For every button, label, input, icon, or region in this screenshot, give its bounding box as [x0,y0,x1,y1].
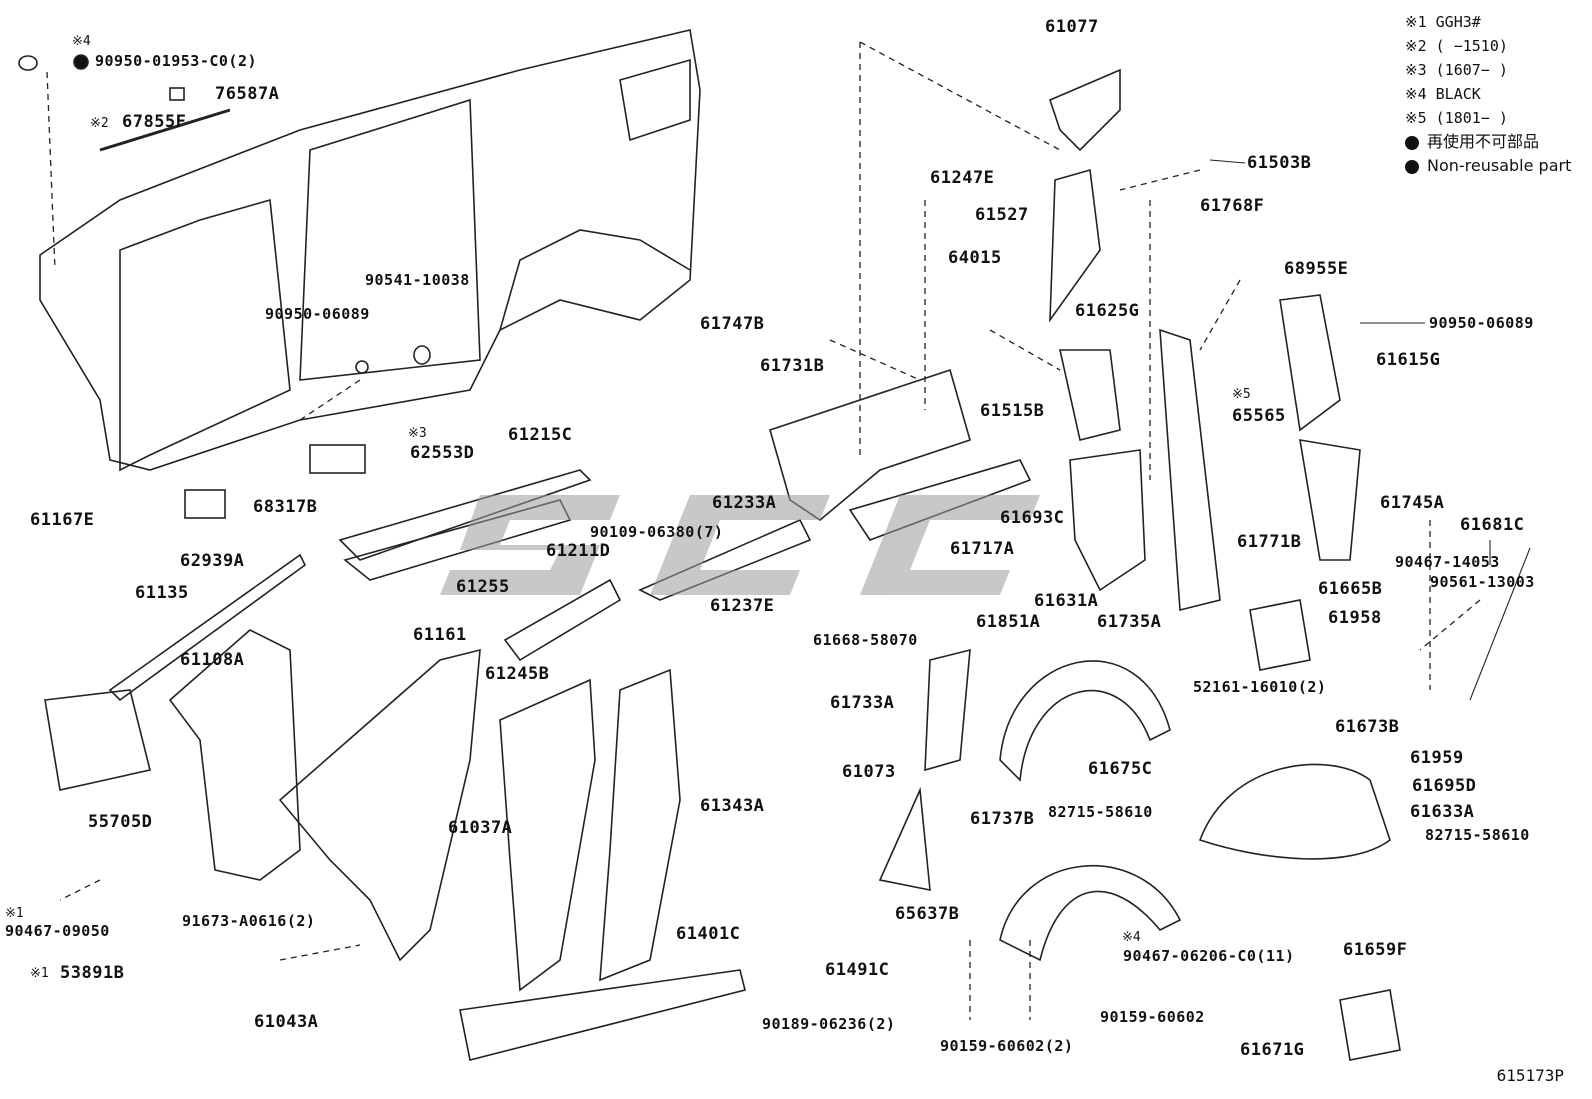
legend-note-5: ※5 (1801− ) [1405,109,1508,127]
part-label[interactable]: 61161 [413,625,467,645]
side-panel-outline [39,29,701,471]
bullet-icon [1405,135,1419,150]
part-label[interactable]: 68317B [253,497,318,517]
part-label[interactable]: 61255 [456,577,510,597]
part-label[interactable]: 90467-06206-C0(11) [1123,947,1295,965]
part-label[interactable]: 65565 [1232,406,1286,426]
part-label[interactable]: 52161-16010(2) [1193,678,1327,696]
part-label[interactable]: 61737B [970,809,1035,829]
part-label[interactable]: 90950-01953-C0(2) [95,52,258,70]
part-label[interactable]: 61671G [1240,1040,1305,1060]
note-mark: ※4 [1122,930,1141,945]
part-label[interactable]: 61077 [1045,17,1099,37]
roof-rail [338,469,592,561]
part-label[interactable]: 61771B [1237,532,1302,552]
part-label[interactable]: 61043A [254,1012,319,1032]
part-label[interactable]: 61735A [1097,612,1162,632]
bullet-icon [1405,159,1419,174]
part-label[interactable]: 90189-06236(2) [762,1015,896,1033]
part-label[interactable]: 61747B [700,314,765,334]
part-label[interactable]: 61037A [448,818,513,838]
part-label[interactable]: 61167E [30,510,95,530]
part-label[interactable]: 90541-10038 [365,271,470,289]
part-label[interactable]: 90159-60602 [1100,1008,1205,1026]
part-label[interactable]: 90467-14053 [1395,553,1500,571]
part-label[interactable]: 61681C [1460,515,1525,535]
legend-note-1: ※1 GGH3# [1405,13,1481,31]
part-label[interactable]: 61527 [975,205,1029,225]
legend-bullet-en: Non-reusable part [1405,154,1571,178]
part-label[interactable]: 90467-09050 [5,922,110,940]
part-label[interactable]: 90561-13003 [1430,573,1535,591]
part-label[interactable]: 55705D [88,812,153,832]
part-label[interactable]: 61733A [830,693,895,713]
wheel-arch-front [999,660,1171,782]
part-label[interactable]: 62553D [410,443,475,463]
note-mark: ※1 [5,906,24,921]
part-label[interactable]: 82715-58610 [1425,826,1530,844]
part-label[interactable]: 76587A [215,84,280,104]
legend-note-4: ※4 BLACK [1405,85,1481,103]
part-label[interactable]: 61247E [930,168,995,188]
part-label[interactable]: 61768F [1200,196,1265,216]
part-label[interactable]: 61615G [1376,350,1441,370]
part-label[interactable]: 61503B [1247,153,1312,173]
part-label[interactable]: 61073 [842,762,896,782]
legend-note-3: ※3 (1607− ) [1405,61,1508,79]
diagram-code: 615173P [1496,1066,1564,1085]
part-label[interactable]: 65637B [895,904,960,924]
wheel-liner [999,864,1182,962]
part-label[interactable]: 61633A [1410,802,1475,822]
part-label[interactable]: 61401C [676,924,741,944]
part-label[interactable]: 61731B [760,356,825,376]
part-label[interactable]: 90159-60602(2) [940,1037,1074,1055]
part-label[interactable]: 61745A [1380,493,1445,513]
part-label[interactable]: 61665B [1318,579,1383,599]
note-mark: ※2 [90,116,109,131]
legend-note-2: ※2 ( −1510) [1405,37,1508,55]
part-label[interactable]: 53891B [60,963,125,983]
part-label[interactable]: 90950-06089 [265,305,370,323]
legend-bullet-ja: 再使用不可部品 [1405,130,1571,154]
part-label[interactable]: 61625G [1075,301,1140,321]
part-label[interactable]: 61135 [135,583,189,603]
part-label[interactable]: 61233A [712,493,777,513]
part-label[interactable]: 67855F [122,112,187,132]
note-mark: ※1 [30,966,49,981]
part-label[interactable]: 64015 [948,248,1002,268]
part-label[interactable]: 61108A [180,650,245,670]
part-label[interactable]: 61695D [1412,776,1477,796]
part-label[interactable]: 61673B [1335,717,1400,737]
part-label[interactable]: 61668-58070 [813,631,918,649]
part-label[interactable]: 61959 [1410,748,1464,768]
part-label[interactable]: 61237E [710,596,775,616]
part-label[interactable]: 82715-58610 [1048,803,1153,821]
legend: ※1 GGH3# ※2 ( −1510) ※3 (1607− ) ※4 BLAC… [1405,10,1571,178]
part-label[interactable]: 90109-06380(7) [590,523,724,541]
part-label[interactable]: 61245B [485,664,550,684]
part-label[interactable]: 61215C [508,425,573,445]
watermark-logo [440,495,1040,595]
note-mark: ※3 [408,426,427,441]
part-label[interactable]: 61343A [700,796,765,816]
part-label[interactable]: 62939A [180,551,245,571]
note-mark: ※4 [72,34,91,49]
part-label[interactable]: 61693C [1000,508,1065,528]
part-label[interactable]: 68955E [1284,259,1349,279]
part-label[interactable]: 61659F [1343,940,1408,960]
part-label[interactable]: 90950-06089 [1429,314,1534,332]
part-label[interactable]: 61515B [980,401,1045,421]
part-label[interactable]: 61491C [825,960,890,980]
part-label[interactable]: 61958 [1328,608,1382,628]
part-label[interactable]: 61675C [1088,759,1153,779]
part-label[interactable]: 61631A [1034,591,1099,611]
part-label[interactable]: 61211D [546,541,611,561]
part-label[interactable]: 61851A [976,612,1041,632]
part-label[interactable]: 91673-A0616(2) [182,912,316,930]
note-mark: ※5 [1232,387,1251,402]
part-label[interactable]: 61717A [950,539,1015,559]
